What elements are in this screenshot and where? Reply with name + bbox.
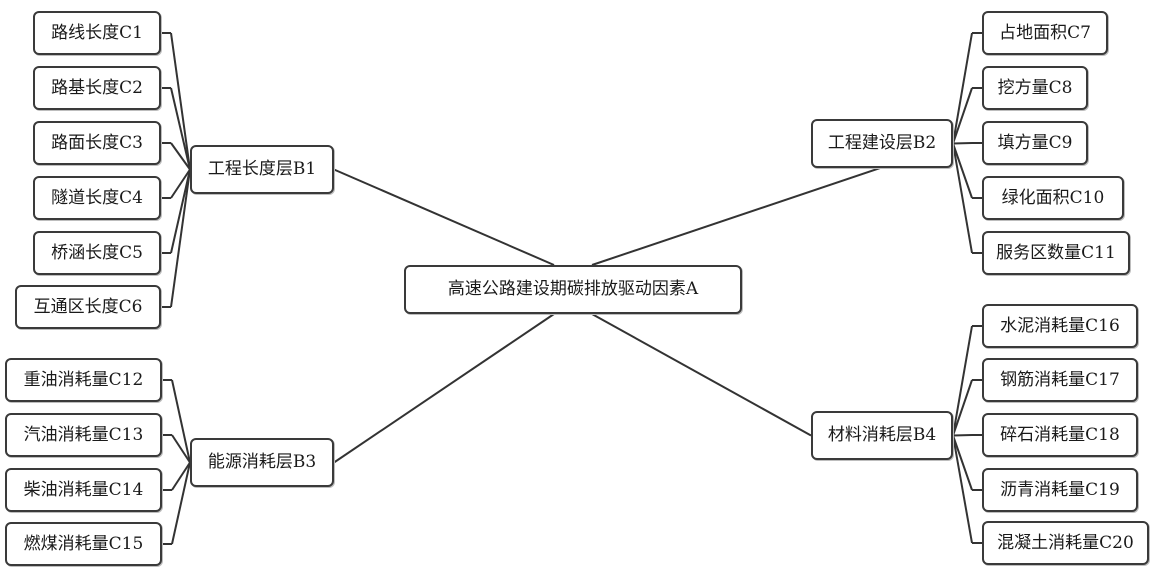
connector-root-b3 <box>333 313 555 464</box>
leaf-node-c9: 填方量C9 <box>982 121 1088 165</box>
connector-b4-2-a <box>952 434 973 437</box>
connector-b1-3-a <box>170 168 191 199</box>
connector-b4-1-a <box>952 379 973 436</box>
connector-b4-4-a <box>952 435 973 544</box>
leaf-node-c1: 路线长度C1 <box>33 11 161 55</box>
leaf-node-c5: 桥涵长度C5 <box>33 231 161 275</box>
leaf-node-c8: 挖方量C8 <box>982 66 1088 110</box>
connector-b1-5-a <box>170 169 191 308</box>
connector-b2-0-a <box>952 32 973 144</box>
leaf-node-c2: 路基长度C2 <box>33 66 161 110</box>
leaf-node-c17: 钢筋消耗量C17 <box>982 358 1138 402</box>
connector-b2-1-a <box>952 87 973 144</box>
connector-b2-4-a <box>952 143 973 254</box>
leaf-node-c10: 绿化面积C10 <box>982 176 1124 220</box>
leaf-node-c19: 沥青消耗量C19 <box>982 468 1138 512</box>
leaf-node-c14: 柴油消耗量C14 <box>5 468 162 512</box>
group-node-b4: 材料消耗层B4 <box>811 411 953 460</box>
connector-b2-2-a <box>952 142 973 145</box>
connector-b3-3-a <box>171 462 191 545</box>
group-node-b1: 工程长度层B1 <box>190 145 334 194</box>
root-node: 高速公路建设期碳排放驱动因素A <box>404 265 742 314</box>
leaf-node-c13: 汽油消耗量C13 <box>5 413 162 457</box>
connector-b3-1-a <box>171 434 191 464</box>
connector-root-b1 <box>333 168 555 266</box>
connector-b2-3-a <box>952 143 973 199</box>
connector-b1-0-a <box>170 32 191 170</box>
leaf-node-c4: 隧道长度C4 <box>33 176 161 220</box>
leaf-node-c11: 服务区数量C11 <box>982 231 1130 275</box>
connector-b3-0-a <box>171 379 191 463</box>
connector-b3-2-a <box>171 461 191 491</box>
leaf-node-c3: 路面长度C3 <box>33 121 161 165</box>
connector-b4-3-a <box>952 435 973 491</box>
connector-b1-4-a <box>170 169 191 254</box>
leaf-node-c6: 互通区长度C6 <box>15 285 161 329</box>
leaf-node-c18: 碎石消耗量C18 <box>982 413 1138 457</box>
connector-b4-0-a <box>952 325 973 436</box>
connector-root-b4 <box>591 313 812 437</box>
group-node-b3: 能源消耗层B3 <box>190 438 334 487</box>
connector-b1-1-a <box>170 87 191 170</box>
group-node-b2: 工程建设层B2 <box>811 119 953 168</box>
leaf-node-c7: 占地面积C7 <box>982 11 1108 55</box>
leaf-node-c20: 混凝土消耗量C20 <box>982 521 1149 565</box>
leaf-node-c15: 燃煤消耗量C15 <box>5 522 162 566</box>
connector-b1-2-a <box>170 142 191 171</box>
leaf-node-c12: 重油消耗量C12 <box>5 358 162 402</box>
leaf-node-c16: 水泥消耗量C16 <box>982 304 1138 348</box>
